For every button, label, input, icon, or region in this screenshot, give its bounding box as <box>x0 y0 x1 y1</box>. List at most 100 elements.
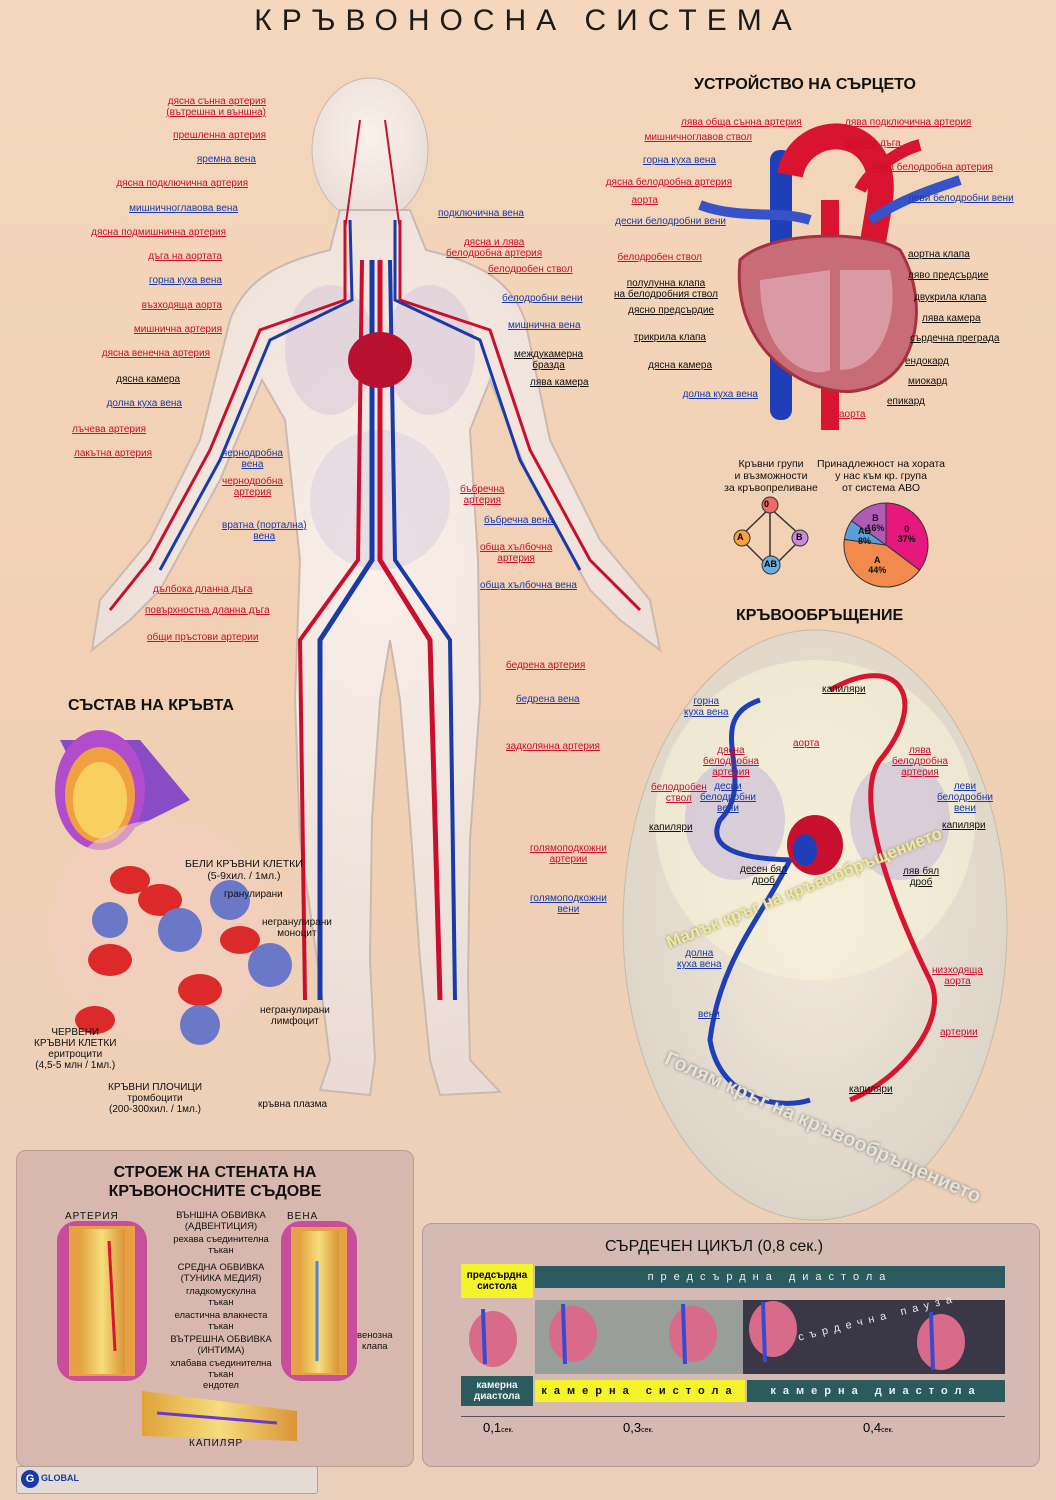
label-right-coronary-artery: дясна венечна артерия <box>101 348 210 359</box>
abo-slice-label: A 44% <box>868 555 887 576</box>
heart-label: дясна камера <box>648 360 712 371</box>
heart-label: аортна клапа <box>908 249 970 260</box>
circulation-label: белодробен ствол <box>651 782 707 804</box>
label-common-iliac-vein: обща хълбочна вена <box>480 580 577 591</box>
label-deep-palmar-arch: дълбока дланна дъга <box>153 584 253 595</box>
heart-label: лява камера <box>922 313 981 324</box>
heart-label: трикрила клапа <box>633 332 706 343</box>
label-ascending-aorta: възходяща аорта <box>141 300 222 311</box>
blood-vessel-illustration <box>50 730 292 1045</box>
circulation-label: аорта <box>793 738 820 749</box>
circulation-label: леви белодробни вени <box>937 781 993 814</box>
abo-slice-0 <box>885 502 929 571</box>
label-pulmonary-veins: белодробни вени <box>502 293 583 304</box>
vessel-label: рехава съединителна тъкан <box>173 1234 269 1256</box>
time-value: 0,1 <box>483 1420 502 1435</box>
time-unit: сек. <box>881 1427 894 1434</box>
cardiac-cycle-panel: СЪРДЕЧЕН ЦИКЪЛ (0,8 сек.) предсърдна сис… <box>422 1223 1040 1467</box>
publisher-logo-icon: G <box>21 1470 39 1488</box>
human-body-figure <box>90 77 662 1097</box>
label-right-axillary-artery: дясна подмишнична артерия <box>91 227 226 238</box>
heart-label: белодробен ствол <box>617 252 702 263</box>
vessel-label: гладкомускулна тъкан <box>185 1286 257 1308</box>
blood-groups-caption: Кръвни групи и възможности за кръвопрели… <box>724 458 818 494</box>
timeline-axis <box>461 1416 1005 1417</box>
heart-illustration <box>698 123 962 430</box>
abo-slice-label: AB 8% <box>857 525 871 546</box>
label-jugular-vein: яремна вена <box>196 154 256 165</box>
cardiac-cycle-title: СЪРДЕЧЕН ЦИКЪЛ (0,8 сек.) <box>605 1238 824 1255</box>
label-renal-artery: бъбречна артерия <box>460 484 505 506</box>
vessel-label: ендотел <box>203 1380 239 1391</box>
vessel-label: СРЕДНА ОБВИВКА (ТУНИКА МЕДИЯ) <box>177 1262 265 1284</box>
blood-label: ЧЕРВЕНИ КРЪВНИ КЛЕТКИ еритроцити (4,5-5 … <box>34 1027 117 1071</box>
label-right-carotid: дясна сънна артерия (вътрешна и външна) <box>166 96 266 118</box>
label-common-iliac-artery: обща хълбочна артерия <box>480 542 553 564</box>
heart-label: долна куха вена <box>682 389 758 400</box>
blood-label: негранулирани моноцит <box>262 917 332 939</box>
heart-label: горна куха вена <box>643 155 716 166</box>
time-label-2: 0,3сек. <box>623 1420 653 1435</box>
blood-group-diagram <box>733 496 809 575</box>
label-femoral-artery: бедрена артерия <box>506 660 586 671</box>
heart-label: лява обща сънна артерия <box>681 117 802 128</box>
heart-label: полулунна клапа на белодробния ствол <box>614 278 718 300</box>
label-saphenous-arteries: голямоподкожни артерии <box>530 843 607 865</box>
publisher-footer: G GLOBAL <box>16 1466 318 1494</box>
circulation-label: артерии <box>940 1027 978 1038</box>
label-femoral-vein: бедрена вена <box>516 694 580 705</box>
label-radial-artery: лъчева артерия <box>72 424 146 435</box>
abo-slice-label: 0 37% <box>897 523 916 544</box>
label-brachial-artery: мишнична артерия <box>133 324 222 335</box>
time-value: 0,3 <box>623 1420 642 1435</box>
heart-label: двукрила клапа <box>914 292 987 303</box>
circulation-illustration <box>622 629 1008 1221</box>
vessel-label: ВЪТРЕШНА ОБВИВКА (ИНТИМА) <box>170 1334 272 1356</box>
label-vertebral-artery: прешленна артерия <box>173 130 266 141</box>
vessel-wall-illustration <box>57 1221 357 1441</box>
time-unit: сек. <box>501 1427 514 1434</box>
circulation-label: капиляри <box>649 822 693 833</box>
vessel-label: ВЪНШНА ОБВИВКА (АДВЕНТИЦИЯ) <box>176 1210 266 1232</box>
ventricular-diastole-short: камерна диастола <box>461 1376 533 1406</box>
circulation-label: вени <box>698 1009 720 1020</box>
label-subclavian-vein: подключична вена <box>438 208 524 219</box>
capillary-label: КАПИЛЯР <box>189 1438 244 1449</box>
heart-label: мишничноглавов ствол <box>644 132 752 143</box>
label-superficial-palmar-arch: повърхностна дланна дъга <box>145 605 270 616</box>
heart-section-title: УСТРОЙСТВО НА СЪРЦЕТО <box>694 76 916 93</box>
vein-label: ВЕНА <box>287 1211 319 1222</box>
heart-label: десни белодробни вени <box>615 216 726 227</box>
ventricular-diastole-bar: камерна диастола <box>747 1380 1005 1402</box>
label-axillary-vein: мишнична вена <box>508 320 581 331</box>
circulation-label: десен бял дроб <box>740 864 788 886</box>
atrial-diastole-bar: предсърдна диастола <box>535 1266 1005 1288</box>
atrial-systole-box: предсърдна систола <box>461 1264 533 1298</box>
label-renal-vein: бъбречна вена <box>484 515 554 526</box>
heart-label: ляво предсърдие <box>908 270 989 281</box>
label-brachiocephalic-vein: мишничноглавова вена <box>129 203 238 214</box>
abo-slice-label: B 16% <box>866 513 885 534</box>
blood-label: кръвна плазма <box>258 1099 328 1110</box>
blood-section-title: СЪСТАВ НА КРЪВТА <box>68 697 234 714</box>
heart-label: дясна белодробна артерия <box>605 177 732 188</box>
heart-label: лява подключична артерия <box>845 117 972 128</box>
label-left-ventricle: лява камера <box>530 377 589 388</box>
time-unit: сек. <box>641 1427 654 1434</box>
blood-group-node-ab: AB <box>764 559 777 569</box>
circulation-label: десни белодробни вени <box>700 781 756 814</box>
circulation-label: лява белодробна артерия <box>892 745 948 778</box>
abo-pie-chart <box>843 502 929 588</box>
time-value: 0,4 <box>863 1420 882 1435</box>
publisher-logo: GLOBAL <box>41 1473 79 1483</box>
circulation-section-title: КРЪВООБРЪЩЕНИЕ <box>736 607 904 624</box>
abo-caption: Принадлежност на хората у нас към кр. гр… <box>816 458 945 494</box>
blood-label: гранулирани <box>224 889 283 900</box>
circulation-label: дясна белодробна артерия <box>703 745 759 778</box>
abo-slice-a <box>843 538 921 588</box>
abo-slice-b <box>850 502 887 546</box>
heart-label: дясно предсърдие <box>628 305 714 316</box>
label-inferior-vena-cava: долна куха вена <box>106 398 182 409</box>
circulation-label: ляв бял дроб <box>903 866 940 888</box>
heart-label: лява белодробна артерия <box>872 162 993 173</box>
